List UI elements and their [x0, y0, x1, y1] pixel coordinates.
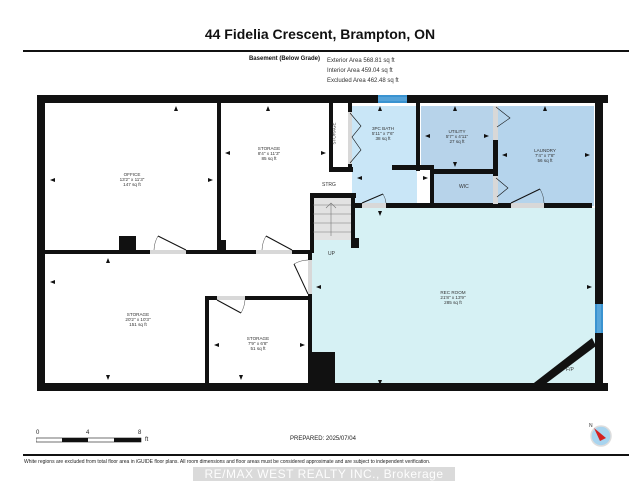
room-name: LAUNDRY	[534, 148, 556, 153]
wall-wic-left	[430, 165, 434, 207]
room-dims: 7'9" x 6'8"	[247, 341, 269, 347]
outer-wall-right	[595, 95, 603, 391]
room-area: 285 sq ft	[444, 300, 462, 306]
dimension-markers	[50, 106, 592, 385]
scale-tick-4: 4	[86, 430, 90, 436]
wic-label: WIC	[459, 184, 469, 190]
room-label-utility: UTILITY 5'7" x 4'11" 27 sq ft	[446, 129, 468, 145]
closet-storage-label: STORAGE	[331, 122, 337, 145]
stair-post	[351, 238, 359, 248]
wall-storage-mid-top	[205, 296, 217, 300]
room-area: 56 sq ft	[537, 158, 553, 164]
bath-fill	[352, 106, 417, 206]
rec-corner-block	[310, 352, 335, 387]
room-name: STORAGE	[257, 146, 281, 151]
excluded-area: Excluded Area 462.48 sq ft	[327, 78, 399, 84]
room-label-storage-upper: STORAGE 8'4" x 11'3" 85 sq ft	[258, 146, 280, 162]
scale-unit: ft	[145, 437, 149, 443]
outer-wall-left	[37, 95, 45, 390]
stair-fill	[313, 198, 353, 240]
wall-utility-bottom	[430, 169, 494, 174]
room-name: STORAGE	[126, 312, 150, 317]
brokerage-watermark: RE/MAX WEST REALTY INC., Brokerage	[193, 467, 455, 481]
wall-storage-mid-left	[205, 297, 209, 387]
room-area: 151 sq ft	[129, 322, 147, 328]
wall-divider-right	[308, 254, 312, 387]
compass-icon: N	[589, 423, 612, 447]
svg-text:N: N	[589, 423, 593, 429]
room-name: UTILITY	[448, 129, 466, 134]
interior-area: Interior Area 459.04 sq ft	[327, 68, 393, 74]
room-label-office: OFFICE 13'2" x 11'3" 147 sq ft	[120, 172, 145, 188]
storage-column	[218, 240, 226, 252]
room-dims: 20'2" x 10'3"	[125, 317, 151, 323]
window-rec	[595, 304, 603, 333]
wall-bath-bottom	[352, 203, 592, 208]
wall-bath-right	[416, 103, 420, 171]
wall-storage-mid-top2	[245, 296, 311, 300]
wall-office-storage	[217, 103, 221, 253]
scale-tick-8: 8	[138, 430, 142, 436]
room-name: 3PC BATH	[371, 126, 395, 131]
fireplace-wall	[530, 338, 596, 388]
door-swings	[153, 106, 545, 314]
outer-wall-top	[37, 95, 608, 103]
exterior-area: Exterior Area 568.81 sq ft	[327, 58, 395, 64]
room-area: 38 sq ft	[375, 136, 391, 142]
level-label: Basement (Below Grade)	[248, 56, 320, 62]
room-name: REC ROOM	[440, 290, 466, 295]
area-summary: Exterior Area 568.81 sq ft Interior Area…	[327, 56, 399, 86]
disclaimer-text: White regions are excluded from total fl…	[24, 459, 431, 465]
strg-label: STRG	[322, 182, 336, 188]
footer-rule	[23, 454, 629, 456]
staircase	[313, 202, 351, 236]
laundry-fill	[498, 106, 594, 206]
scale-bar	[36, 437, 142, 443]
office-column	[119, 236, 136, 252]
stair-up-label: UP	[328, 251, 335, 257]
wic-fill	[434, 174, 493, 206]
header-rule	[23, 50, 629, 52]
room-label-storage-left: STORAGE 20'2" x 10'3" 151 sq ft	[125, 312, 150, 328]
room-label-bath: 3PC BATH 5'11" x 7'6" 38 sq ft	[372, 126, 394, 142]
wall-storage-bottom	[292, 250, 312, 254]
room-label-rec-room: REC ROOM 21'8" x 13'9" 285 sq ft	[440, 290, 465, 306]
wall-laundry-left	[493, 140, 498, 176]
room-area: 147 sq ft	[123, 182, 141, 188]
room-dims: 13'2" x 11'3"	[119, 177, 145, 183]
room-area: 27 sq ft	[449, 139, 465, 145]
room-label-storage-small: STORAGE 7'9" x 6'8" 51 sq ft	[247, 336, 269, 352]
wall-closet-outer	[329, 103, 333, 171]
room-label-laundry: LAUNDRY 7'4" x 7'8" 56 sq ft	[534, 148, 556, 164]
room-dims: 21'8" x 13'9"	[440, 295, 466, 301]
room-dims: 8'4" x 11'3"	[257, 151, 281, 157]
prepared-date: PREPARED: 2025/07/04	[290, 436, 356, 442]
wall-stair-top	[310, 193, 356, 198]
wall-office-bottom-a	[45, 250, 150, 254]
fireplace-label: F/P	[566, 367, 574, 373]
page-title: 44 Fidelia Crescent, Brampton, ON	[204, 26, 436, 42]
room-name: OFFICE	[123, 172, 141, 177]
room-dims: 5'7" x 4'11"	[445, 134, 469, 140]
utility-fill	[421, 106, 493, 170]
window-bath	[378, 95, 407, 103]
rec-room-fill	[312, 208, 595, 388]
room-dims: 5'11" x 7'6"	[371, 131, 395, 137]
scale-tick-0: 0	[36, 430, 40, 436]
wall-closet-bottom	[329, 167, 353, 172]
wall-stair-left	[310, 193, 314, 253]
wall-bath-ledge	[392, 165, 432, 170]
room-area: 51 sq ft	[250, 346, 266, 352]
wall-stair-right	[351, 193, 355, 248]
room-name: STORAGE	[246, 336, 270, 341]
room-area: 85 sq ft	[261, 156, 277, 162]
room-dims: 7'4" x 7'8"	[534, 153, 556, 159]
